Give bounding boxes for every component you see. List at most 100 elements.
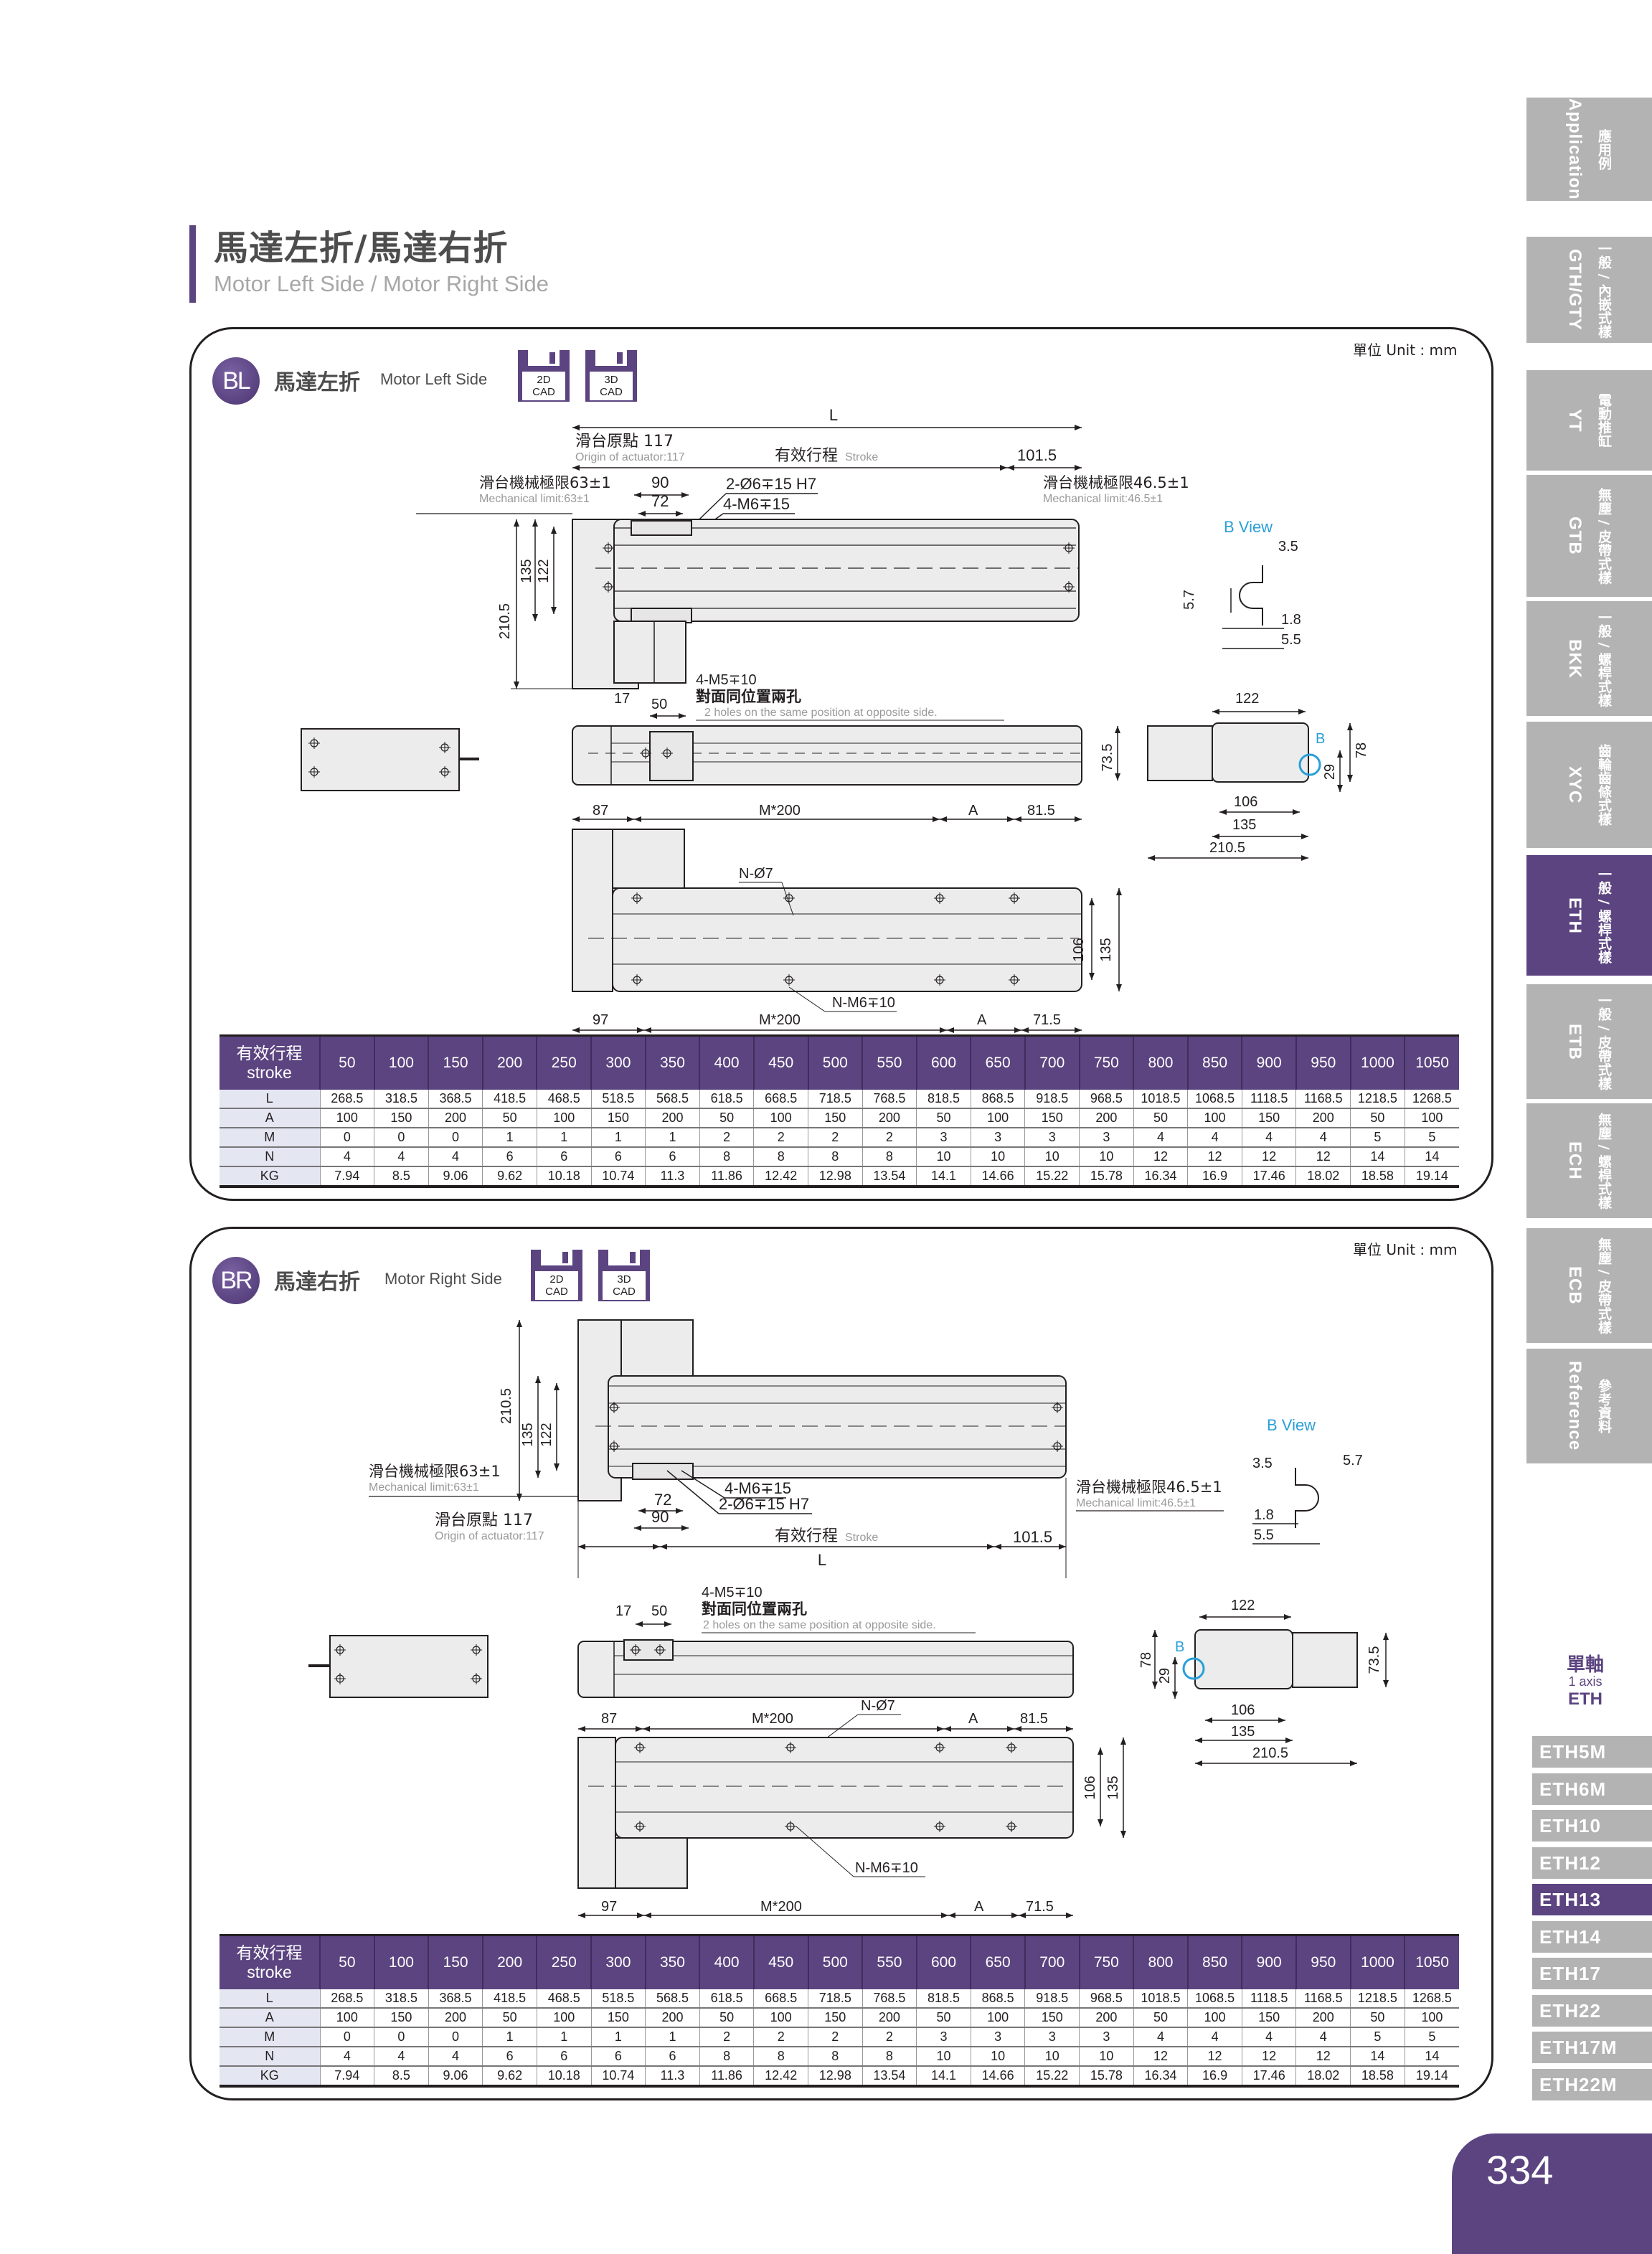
stroke-column-header: 600 <box>915 1935 971 1989</box>
table-cell: 100 <box>319 2008 374 2028</box>
model-item-eth6m[interactable]: ETH6M <box>1532 1773 1652 1805</box>
table-cell: 18.58 <box>1350 1166 1405 1187</box>
table-cell: 17.46 <box>1241 1166 1296 1187</box>
model-item-eth13[interactable]: ETH13 <box>1532 1884 1652 1915</box>
table-cell: 16.9 <box>1187 2066 1242 2087</box>
dimension-label: M*200 <box>759 1012 801 1028</box>
table-cell: 1068.5 <box>1187 1989 1242 2009</box>
table-cell: 8 <box>753 1147 808 1167</box>
slider <box>632 1463 694 1480</box>
arrowhead-icon <box>578 1726 643 1732</box>
table-cell: 19.14 <box>1404 1166 1459 1187</box>
stroke-header-zh: 有效行程 <box>236 1044 303 1062</box>
table-cell: 3 <box>916 2027 971 2047</box>
table-cell: 918.5 <box>1024 1989 1080 2009</box>
table-cell: 368.5 <box>428 1090 483 1109</box>
table-cell: 568.5 <box>645 1090 700 1109</box>
dimension-label: 73.5 <box>1100 744 1115 772</box>
row-label: M <box>220 1128 321 1148</box>
model-item-eth14[interactable]: ETH14 <box>1532 1920 1652 1953</box>
dimension-label: 135 <box>1098 938 1114 961</box>
table-cell: 6 <box>536 2047 592 2067</box>
table-cell: 10 <box>970 1147 1025 1167</box>
table-cell: 618.5 <box>699 1989 754 2009</box>
row-label: L <box>220 1090 321 1109</box>
model-item-eth22m[interactable]: ETH22M <box>1532 2068 1652 2100</box>
table-cell: 200 <box>862 1108 917 1128</box>
table-cell: 100 <box>970 1108 1025 1128</box>
cad-label: CAD <box>532 386 555 398</box>
model-item-eth10[interactable]: ETH10 <box>1532 1810 1652 1842</box>
sidebar-tab-code: Reference <box>1565 1361 1585 1451</box>
table-cell: 11.86 <box>699 2066 754 2087</box>
dimension-label: 滑台原點 117 <box>435 1512 533 1529</box>
model-item-eth12[interactable]: ETH12 <box>1532 1847 1652 1879</box>
table-cell: 9.62 <box>482 2066 537 2087</box>
cad-label: CAD <box>600 386 623 398</box>
table-cell: 50 <box>1133 1108 1188 1128</box>
row-label: KG <box>220 2066 321 2087</box>
sidebar-tab-xyc[interactable]: XYC 齒輪齒條式樣 <box>1526 722 1652 848</box>
dimension-label: B <box>1175 1639 1184 1655</box>
table-cell: 2 <box>862 1128 917 1148</box>
table-cell: 150 <box>1024 2008 1080 2028</box>
sidebar-tab-code: XYC <box>1565 765 1585 804</box>
dimension-label: 3.5 <box>1252 1456 1273 1471</box>
cad-type: 3D <box>604 374 618 386</box>
table-cell: 10 <box>970 2047 1025 2067</box>
table-cell: 11.3 <box>645 2066 700 2087</box>
dimension-label: 17 <box>615 1603 631 1619</box>
axis-model-label: ETH <box>1568 1689 1603 1709</box>
sidebar-tab-desc: 齒輪齒條式樣 <box>1596 744 1612 826</box>
model-item-eth17[interactable]: ETH17 <box>1532 1958 1652 1989</box>
detail-b-marker-icon <box>1298 753 1321 776</box>
dimension-label: 101.5 <box>1017 446 1057 464</box>
table-cell: 12 <box>1295 1147 1351 1167</box>
table-cell: 100 <box>1404 2008 1459 2028</box>
table-cell: 4 <box>1187 1128 1242 1148</box>
dimension-label: 78 <box>1138 1652 1154 1668</box>
table-cell: 4 <box>1241 1128 1296 1148</box>
table-cell: 15.22 <box>1024 1166 1080 1187</box>
dimension-label: Stroke <box>845 1532 878 1544</box>
arrowhead-icon <box>1152 1630 1158 1689</box>
motor-end-view <box>301 728 460 791</box>
row-label: A <box>220 2008 321 2028</box>
model-item-eth22[interactable]: ETH22 <box>1532 1994 1652 2027</box>
dimension-label: B View <box>1267 1416 1316 1434</box>
table-cell: 12 <box>1187 1147 1242 1167</box>
model-item-eth17m[interactable]: ETH17M <box>1532 2032 1652 2063</box>
detail-b-marker-icon <box>1182 1657 1205 1680</box>
table-cell: 17.46 <box>1241 2066 1296 2087</box>
stroke-column-header: 100 <box>373 1935 429 1989</box>
section-badge: BR <box>212 1257 260 1304</box>
table-cell: 0 <box>374 1128 429 1148</box>
table-cell: 5 <box>1404 1128 1459 1148</box>
dimension-label: 106 <box>1071 938 1087 961</box>
dimension-label: 滑台機械極限63±1 <box>479 474 611 491</box>
stroke-column-header: 350 <box>644 1935 700 1989</box>
arrowhead-icon <box>572 816 634 822</box>
cad-type: 2D <box>537 374 551 386</box>
model-item-eth5m[interactable]: ETH5M <box>1532 1736 1652 1768</box>
table-cell: 818.5 <box>916 1989 971 2009</box>
stroke-column-header: 1050 <box>1404 1035 1459 1090</box>
